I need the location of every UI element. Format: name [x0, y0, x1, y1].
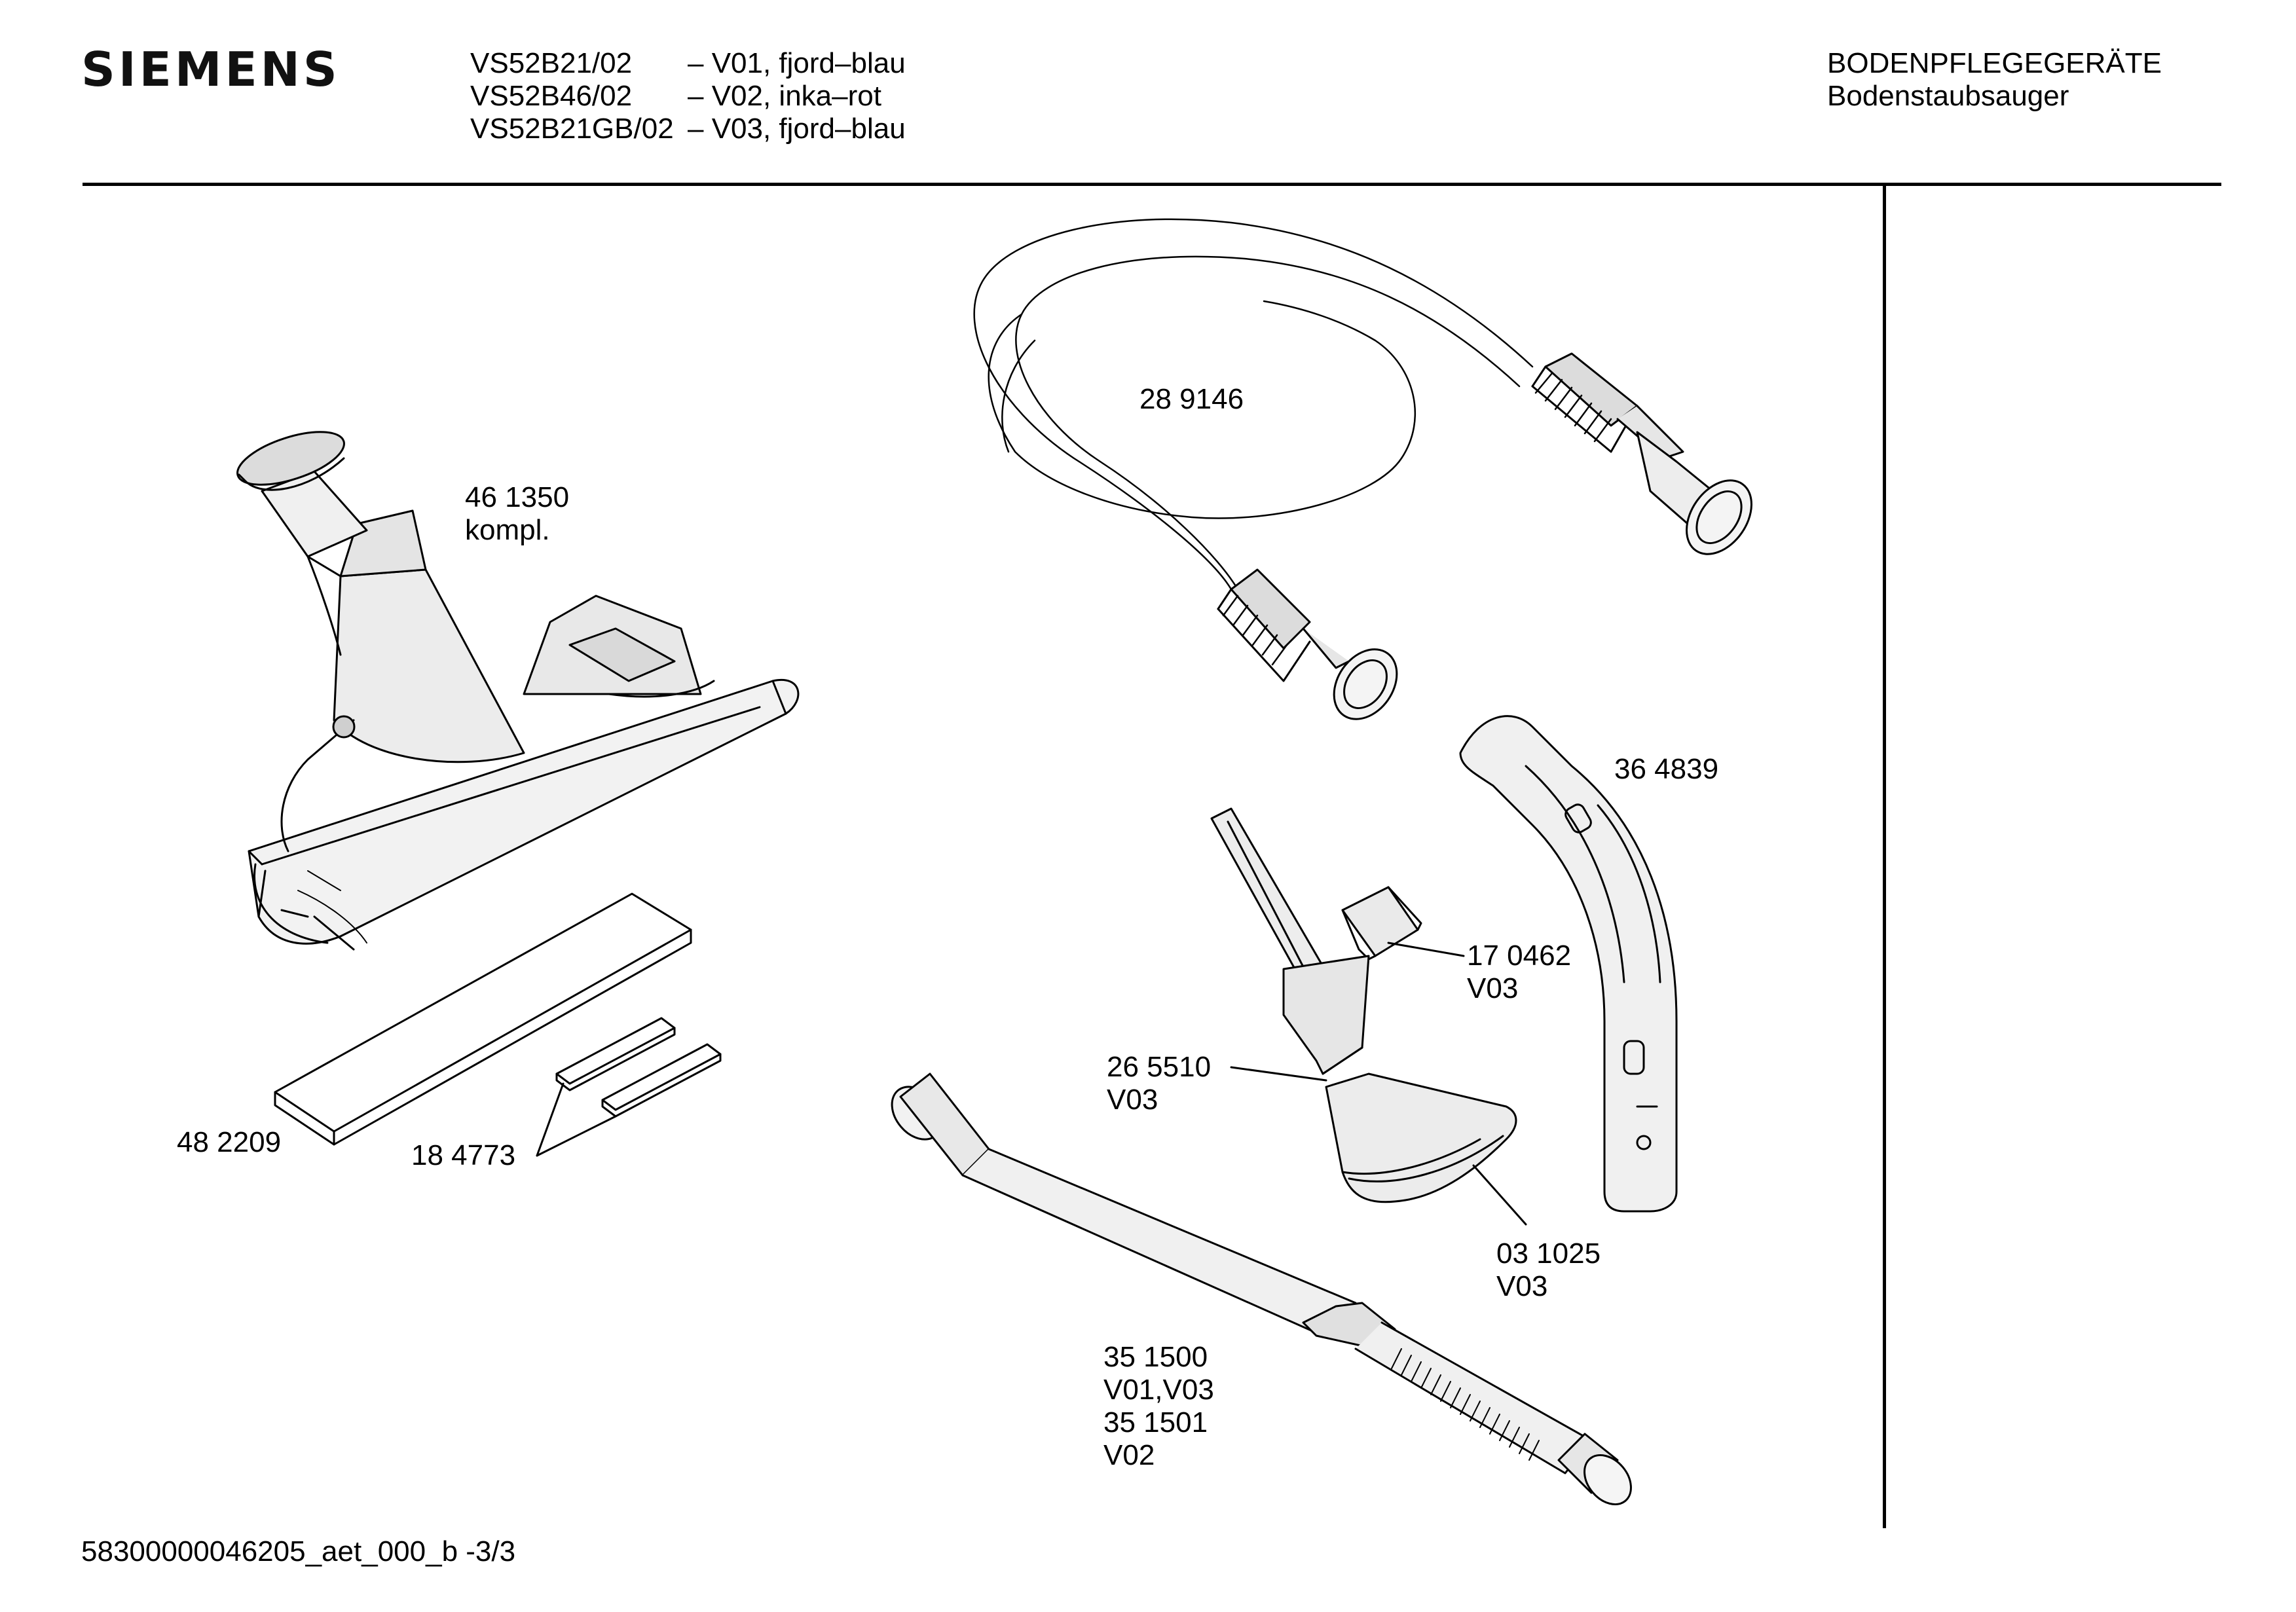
clip-illustration [1341, 886, 1465, 961]
upholstery-nozzle-illustration [1325, 1072, 1527, 1226]
strip-482209-illustration [274, 892, 692, 1146]
part-351500-number: 35 1500 [1103, 1341, 1208, 1373]
part-184773-number: 18 4773 [411, 1139, 516, 1171]
side-rule [1883, 185, 1886, 1528]
category-title: BODENPFLEGEGERÄTE [1827, 47, 2162, 79]
telescopic-tube-illustration [891, 1072, 1632, 1506]
crevice-tool-illustration [1210, 807, 1370, 1082]
part-265510-variant: V03 [1107, 1084, 1158, 1116]
model-3: VS52B21GB/02 [470, 113, 674, 145]
part-265510-number: 26 5510 [1107, 1051, 1212, 1083]
variant-3: – V03, fjord–blau [688, 113, 906, 145]
part-031025-variant: V03 [1496, 1270, 1548, 1302]
part-351500-variant: V01,V03 [1103, 1374, 1214, 1406]
part-351501-variant: V02 [1103, 1439, 1155, 1471]
hose-illustration [973, 218, 1752, 720]
floor-nozzle-illustration [236, 431, 800, 951]
part-289146-number: 28 9146 [1139, 383, 1244, 415]
part-461350-note: kompl. [465, 514, 550, 546]
part-031025-number: 03 1025 [1496, 1237, 1601, 1270]
part-170462-variant: V03 [1467, 972, 1519, 1004]
part-364839-number: 36 4839 [1614, 753, 1719, 785]
model-1: VS52B21/02 [470, 47, 633, 79]
variant-2: – V02, inka–rot [688, 80, 881, 112]
variant-1: – V01, fjord–blau [688, 47, 906, 79]
header-rule [83, 183, 2221, 186]
document-id: 58300000046205_aet_000_b -3/3 [81, 1535, 516, 1567]
model-2: VS52B46/02 [470, 80, 633, 112]
part-351501-number: 35 1501 [1103, 1406, 1208, 1438]
strips-184773-illustration [536, 1017, 722, 1157]
handle-illustration [1459, 715, 1678, 1213]
part-461350-number: 46 1350 [465, 481, 570, 513]
part-170462-number: 17 0462 [1467, 940, 1572, 972]
siemens-logo: SIEMENS [81, 42, 341, 97]
category-subtitle: Bodenstaubsauger [1827, 80, 2069, 112]
part-482209-number: 48 2209 [177, 1126, 282, 1158]
